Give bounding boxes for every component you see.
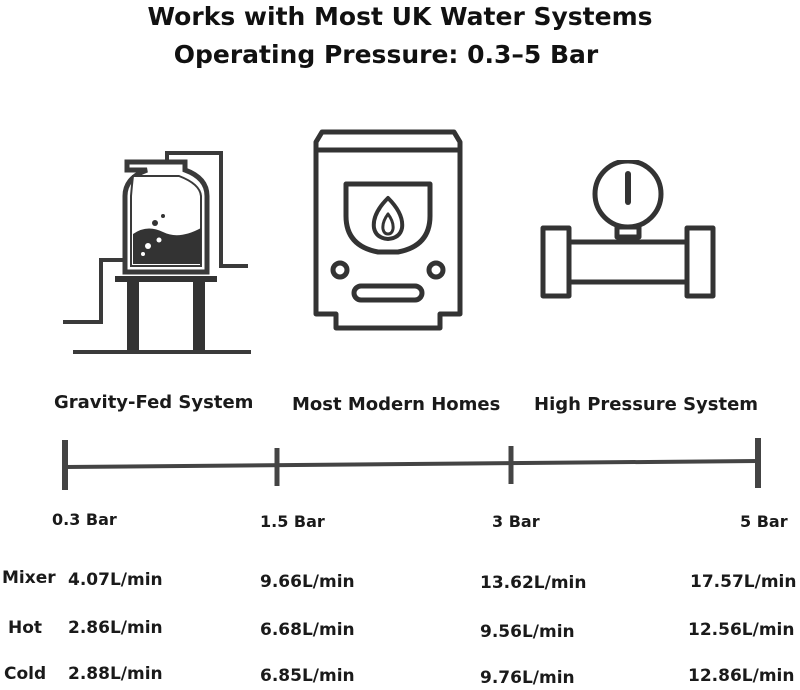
boiler-icon [312, 128, 464, 334]
flow-value: 2.86L/min [68, 618, 163, 638]
flow-value: 17.57L/min [690, 572, 797, 592]
tick-label-5-bar: 5 Bar [740, 512, 788, 531]
row-label-cold: Cold [4, 664, 47, 684]
system-label-gravity: Gravity-Fed System [54, 392, 254, 413]
flow-value: 2.88L/min [68, 664, 163, 684]
tick-label-1-5-bar: 1.5 Bar [260, 512, 325, 531]
flow-value: 4.07L/min [68, 570, 163, 590]
flow-value: 9.56L/min [480, 622, 575, 642]
tick-label-3-bar: 3 Bar [492, 512, 540, 531]
flow-value: 9.76L/min [480, 668, 575, 688]
row-label-mixer: Mixer [2, 568, 56, 588]
flow-value: 13.62L/min [480, 573, 587, 593]
flow-value: 12.56L/min [688, 620, 795, 640]
pressure-gauge-pipe-icon [540, 160, 720, 305]
pressure-scale [58, 436, 768, 496]
system-label-modern: Most Modern Homes [292, 394, 501, 415]
flow-value: 6.85L/min [260, 666, 355, 686]
system-label-high-pressure: High Pressure System [534, 394, 759, 415]
gravity-tank-icon [55, 148, 255, 358]
row-label-hot: Hot [8, 618, 43, 638]
page-title: Works with Most UK Water Systems [147, 2, 653, 31]
flow-value: 12.86L/min [688, 666, 795, 686]
flow-value: 9.66L/min [260, 572, 355, 592]
tick-label-0-3-bar: 0.3 Bar [52, 510, 117, 529]
flow-value: 6.68L/min [260, 620, 355, 640]
page-subtitle: Operating Pressure: 0.3–5 Bar [173, 40, 599, 69]
